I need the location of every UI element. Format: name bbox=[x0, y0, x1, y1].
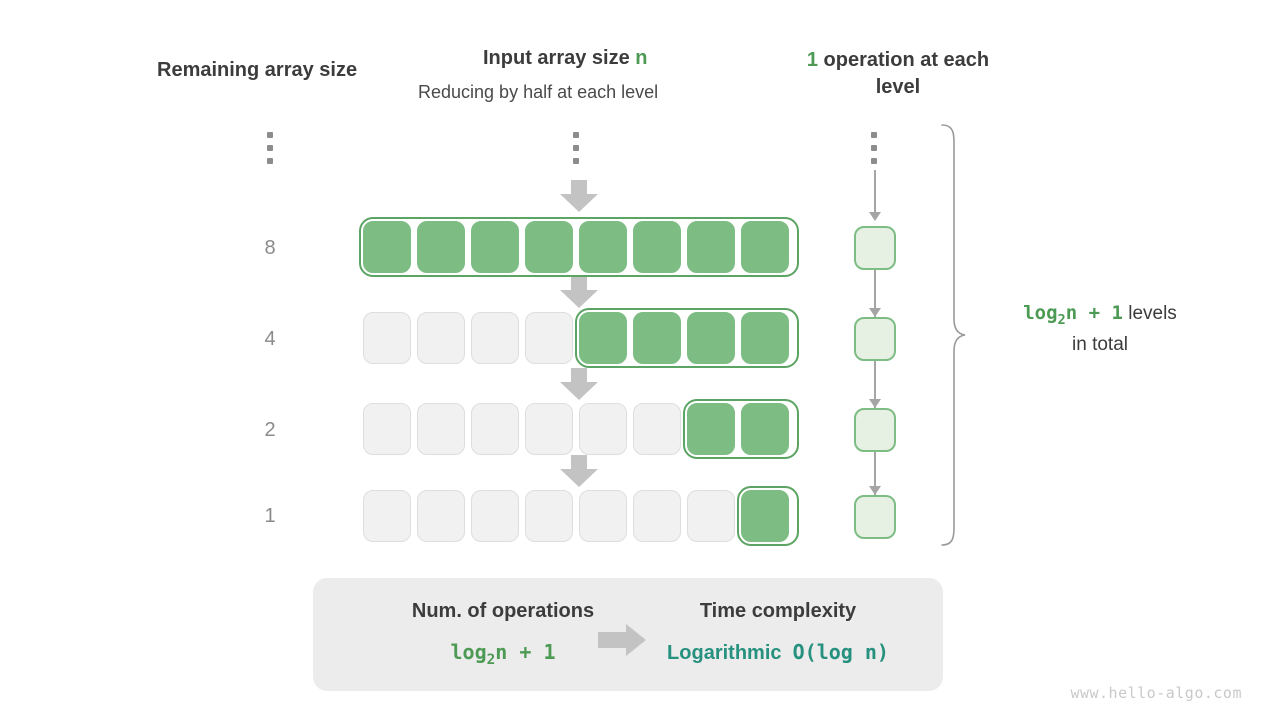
levels-text-line1: levels bbox=[1122, 303, 1177, 324]
array-row-8 bbox=[363, 221, 795, 273]
row-label-2: 2 bbox=[264, 419, 276, 441]
array-cell-filled bbox=[741, 221, 789, 273]
array-row-2 bbox=[363, 403, 795, 455]
array-cell-empty bbox=[363, 403, 411, 455]
summary-complexity-bigo: O(log n) bbox=[792, 640, 889, 664]
levels-formula: log2n + 1 bbox=[1023, 302, 1123, 328]
array-cell-filled bbox=[633, 221, 681, 273]
array-cell-empty bbox=[579, 490, 627, 542]
header-operations-per-level: 1 operation at each level bbox=[798, 47, 998, 101]
summary-complexity-column: Time complexity Logarithmic O(log n) bbox=[633, 600, 923, 665]
array-row-4 bbox=[363, 312, 795, 364]
row-label-1: 1 bbox=[264, 505, 276, 527]
levels-annotation: log2n + 1 levels in total bbox=[990, 300, 1210, 358]
watermark: www.hello-algo.com bbox=[1070, 684, 1242, 702]
summary-panel: Num. of operations log2n + 1 Time comple… bbox=[313, 578, 943, 691]
array-cell-filled bbox=[687, 221, 735, 273]
header-reducing-subtitle: Reducing by half at each level bbox=[418, 82, 659, 102]
operation-box-level-3 bbox=[854, 408, 896, 452]
array-cell-filled bbox=[687, 312, 735, 364]
array-cell-empty bbox=[417, 312, 465, 364]
array-cell-filled bbox=[741, 490, 789, 542]
array-cell-empty bbox=[525, 403, 573, 455]
op-connector-line-1 bbox=[874, 270, 876, 330]
op-arrowhead-icon-3 bbox=[869, 486, 881, 495]
summary-right-arrow-icon bbox=[598, 624, 654, 656]
summary-operations-column: Num. of operations log2n + 1 bbox=[343, 600, 663, 668]
array-cell-empty bbox=[417, 403, 465, 455]
array-cell-empty bbox=[525, 312, 573, 364]
array-cell-empty bbox=[471, 312, 519, 364]
array-cell-filled bbox=[525, 221, 573, 273]
levels-text-line2: in total bbox=[1072, 333, 1128, 355]
vertical-ellipsis-icon-middle bbox=[572, 132, 580, 164]
array-cell-empty bbox=[363, 312, 411, 364]
split-arrow-icon-1 bbox=[560, 276, 598, 308]
op-arrowhead-icon-1 bbox=[869, 308, 881, 317]
summary-operations-title: Num. of operations bbox=[411, 600, 595, 622]
array-cell-filled bbox=[417, 221, 465, 273]
summary-operations-value: log2n + 1 bbox=[450, 640, 556, 668]
array-cell-empty bbox=[525, 490, 573, 542]
array-cell-empty bbox=[687, 490, 735, 542]
array-row-1 bbox=[363, 490, 795, 542]
split-arrow-icon-2 bbox=[560, 368, 598, 400]
array-cell-filled bbox=[741, 312, 789, 364]
header-operations-text: operation at each level bbox=[817, 49, 990, 98]
op-connector-line-2 bbox=[874, 361, 876, 415]
array-cell-empty bbox=[633, 490, 681, 542]
array-cell-filled bbox=[363, 221, 411, 273]
array-cell-filled bbox=[471, 221, 519, 273]
array-cell-filled bbox=[633, 312, 681, 364]
op-connector-line-3 bbox=[874, 452, 876, 502]
header-operations-count: 1 bbox=[806, 49, 818, 71]
header-input-array-size-var: n bbox=[635, 47, 648, 69]
operation-box-level-4 bbox=[854, 495, 896, 539]
row-label-8: 8 bbox=[264, 237, 276, 259]
array-cell-empty bbox=[579, 403, 627, 455]
split-arrow-icon-0 bbox=[560, 180, 598, 212]
vertical-ellipsis-icon-left bbox=[266, 132, 274, 164]
header-input-array-size: Input array size n bbox=[483, 47, 648, 70]
summary-complexity-value: Logarithmic O(log n) bbox=[633, 640, 923, 665]
vertical-ellipsis-icon-right bbox=[870, 132, 878, 164]
summary-complexity-word: Logarithmic bbox=[667, 642, 782, 664]
array-cell-filled bbox=[579, 312, 627, 364]
array-cell-empty bbox=[633, 403, 681, 455]
header-input-array-size-text: Input array size bbox=[483, 47, 636, 69]
summary-complexity-title: Time complexity bbox=[699, 600, 857, 622]
header-remaining-array-size: Remaining array size bbox=[157, 59, 358, 81]
array-cell-filled bbox=[741, 403, 789, 455]
op-arrowhead-icon-2 bbox=[869, 399, 881, 408]
op-connector-line-0 bbox=[874, 170, 876, 216]
array-cell-empty bbox=[417, 490, 465, 542]
array-cell-filled bbox=[579, 221, 627, 273]
brace-icon bbox=[941, 124, 966, 546]
operation-box-level-1 bbox=[854, 226, 896, 270]
row-label-4: 4 bbox=[264, 328, 276, 350]
array-cell-filled bbox=[687, 403, 735, 455]
op-arrowhead-icon-0 bbox=[869, 212, 881, 221]
array-cell-empty bbox=[363, 490, 411, 542]
array-cell-empty bbox=[471, 490, 519, 542]
split-arrow-icon-3 bbox=[560, 455, 598, 487]
levels-brace bbox=[938, 123, 968, 553]
array-cell-empty bbox=[471, 403, 519, 455]
operation-box-level-2 bbox=[854, 317, 896, 361]
